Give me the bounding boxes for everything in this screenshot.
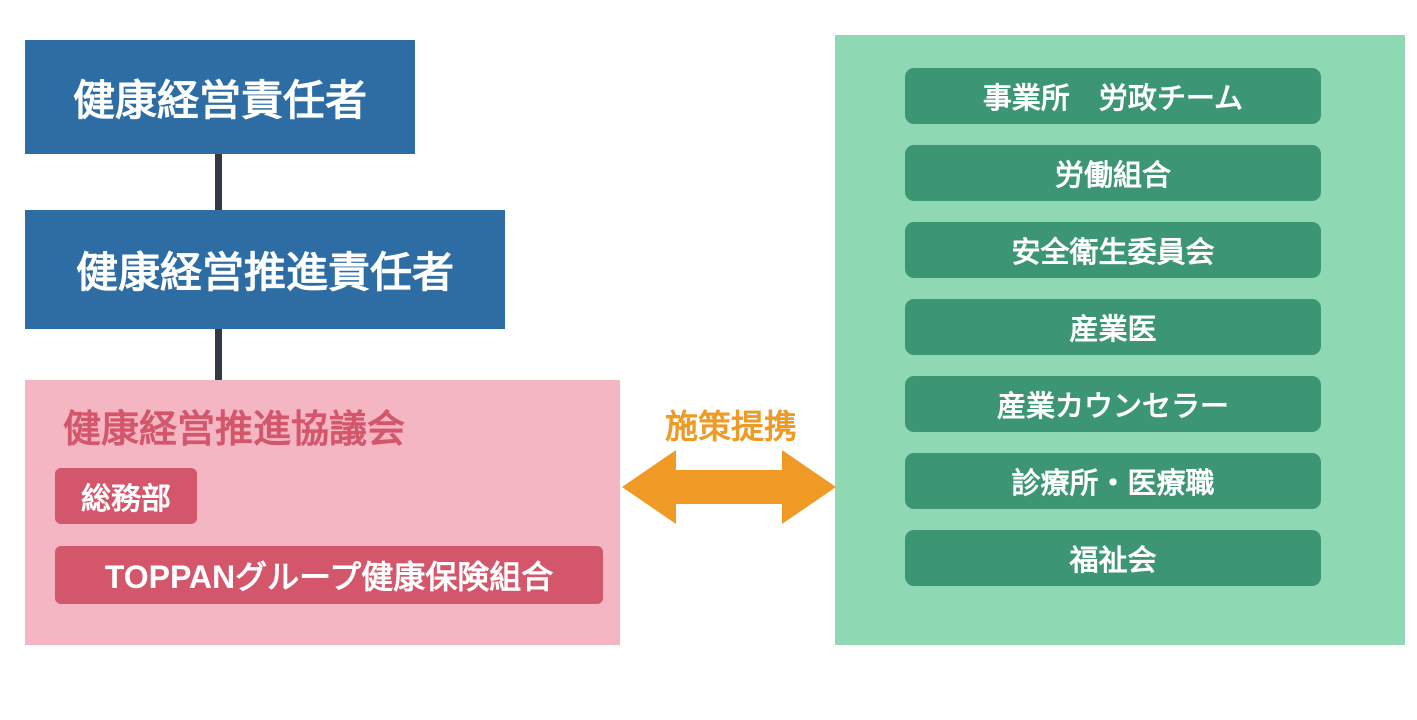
council-item-health-insurance-union: TOPPANグループ健康保険組合	[55, 546, 603, 604]
partner-item-welfare-association: 福祉会	[905, 530, 1321, 586]
partner-item-label: 事業所 労政チーム	[982, 83, 1244, 115]
partner-item-labor-policy-team: 事業所 労政チーム	[905, 68, 1321, 124]
council-title: 健康経営推進協議会	[63, 409, 406, 451]
partnership-label: 施策提携	[665, 408, 797, 445]
council-item-label: 総務部	[81, 483, 171, 516]
arrow-bar	[674, 470, 784, 504]
partner-item-label: 安全衛生委員会	[1011, 237, 1215, 269]
partner-item-label: 診療所・医療職	[1011, 468, 1215, 500]
arrow-head-right-icon	[782, 450, 836, 524]
partner-item-label: 福祉会	[1069, 545, 1157, 577]
double-headed-arrow	[622, 450, 836, 524]
partner-item-safety-health-committee: 安全衛生委員会	[905, 222, 1321, 278]
partner-item-label: 産業医	[1069, 314, 1157, 346]
partner-item-industrial-counselor: 産業カウンセラー	[905, 376, 1321, 432]
council-item-label: TOPPANグループ健康保険組合	[104, 559, 554, 595]
node-health-management-officer: 健康経営責任者	[25, 40, 415, 154]
partner-item-label: 労働組合	[1054, 160, 1171, 192]
connector-line-top	[215, 154, 222, 210]
arrow-head-left-icon	[622, 450, 676, 524]
council-panel: 健康経営推進協議会 総務部 TOPPANグループ健康保険組合	[25, 380, 620, 645]
node-label: 健康経営責任者	[72, 76, 367, 124]
partners-panel: 事業所 労政チーム 労働組合 安全衛生委員会 産業医 産業カウンセラー 診療所・…	[835, 35, 1405, 645]
node-promotion-officer: 健康経営推進責任者	[25, 210, 505, 329]
council-item-general-affairs: 総務部	[55, 468, 197, 524]
partner-item-industrial-physician: 産業医	[905, 299, 1321, 355]
partner-item-clinic-medical-staff: 診療所・医療職	[905, 453, 1321, 509]
partner-item-labor-union: 労働組合	[905, 145, 1321, 201]
partner-item-label: 産業カウンセラー	[996, 391, 1229, 423]
connector-line-bottom	[215, 329, 222, 380]
node-label: 健康経営推進責任者	[75, 249, 454, 296]
